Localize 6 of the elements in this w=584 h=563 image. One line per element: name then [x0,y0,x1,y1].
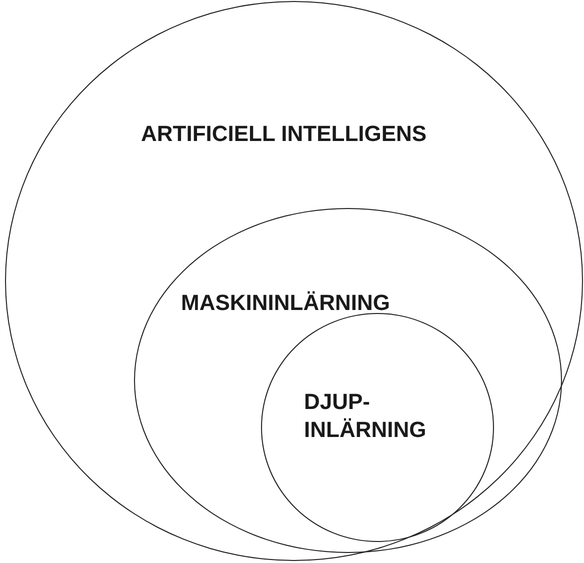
inner-circle [261,313,494,542]
region-label: ARTIFICIELL INTELLIGENS [141,120,428,148]
middle-ellipse [134,208,562,553]
region-label: MASKININLÄRNING [181,289,391,317]
region-label: DJUP- INLÄRNING [304,388,428,444]
outer-ellipse [5,1,583,561]
